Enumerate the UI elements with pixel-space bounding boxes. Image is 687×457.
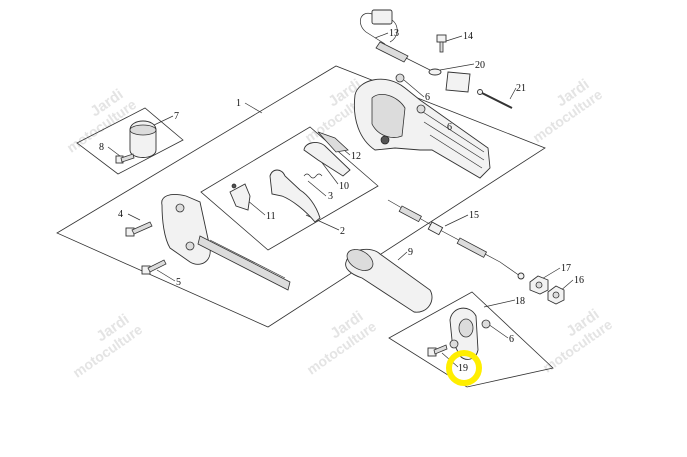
callout-1[interactable]: 1 xyxy=(236,98,241,109)
callout-20[interactable]: 20 xyxy=(475,60,485,71)
panel-bracket xyxy=(388,291,554,388)
callout-17[interactable]: 17 xyxy=(561,263,571,274)
part-6-bush-a xyxy=(395,73,405,83)
part-20-label-plate xyxy=(445,71,471,93)
part-21-pin xyxy=(477,89,513,109)
part-6-bush-c xyxy=(481,319,491,329)
callout-8[interactable]: 8 xyxy=(99,142,104,153)
part-13-wire-harness xyxy=(359,9,442,76)
callout-11[interactable]: 11 xyxy=(266,211,276,222)
panel-clamp xyxy=(76,107,184,175)
callout-3[interactable]: 3 xyxy=(328,191,333,202)
callout-13[interactable]: 13 xyxy=(389,28,399,39)
part-11-lock-lever xyxy=(229,183,251,211)
part-9-grip xyxy=(345,248,433,313)
part-4-screw xyxy=(125,221,153,237)
panel-main-assembly xyxy=(56,65,546,328)
callout-4[interactable]: 4 xyxy=(118,209,123,220)
part-3-spring xyxy=(303,173,323,179)
callout-5[interactable]: 5 xyxy=(176,277,181,288)
callout-6c[interactable]: 6 xyxy=(509,334,514,345)
part-16-nut xyxy=(547,285,565,305)
part-housing-main xyxy=(353,78,491,179)
callout-labels: 1 2 3 4 5 6 6 6 7 8 9 10 11 12 13 14 15 … xyxy=(99,28,584,374)
watermark-top-left: Jardi motoculture xyxy=(64,86,140,156)
callout-2[interactable]: 2 xyxy=(340,226,345,237)
part-10-cover xyxy=(317,131,349,153)
part-12-lever xyxy=(303,142,351,177)
watermark-bottom-right: Jardi motoculture xyxy=(540,306,616,376)
part-8-screw xyxy=(115,153,135,164)
callout-10[interactable]: 10 xyxy=(339,181,349,192)
watermark-bottom-center: Jardi motoculture xyxy=(304,308,380,378)
part-5-screw xyxy=(141,259,167,275)
callout-12[interactable]: 12 xyxy=(351,151,361,162)
callout-19[interactable]: 19 xyxy=(458,363,468,374)
part-14-screw xyxy=(436,34,447,53)
panel-inner-levers xyxy=(200,126,379,251)
highlight-ring xyxy=(446,350,482,386)
panel-group xyxy=(56,65,554,388)
part-17-nut xyxy=(529,275,549,295)
callout-14[interactable]: 14 xyxy=(463,31,473,42)
watermark-top-right: Jardi motoculture xyxy=(530,76,606,146)
callout-6a[interactable]: 6 xyxy=(425,92,430,103)
part-6-bush-b xyxy=(416,104,426,114)
watermark-bottom-left: Jardi motoculture xyxy=(70,311,146,381)
callout-15[interactable]: 15 xyxy=(469,210,479,221)
callout-6b[interactable]: 6 xyxy=(447,122,452,133)
part-18-bracket xyxy=(449,307,479,360)
part-handle-plate xyxy=(161,194,291,291)
parts xyxy=(115,9,565,360)
part-7-clamp xyxy=(129,120,157,158)
callout-9[interactable]: 9 xyxy=(408,247,413,258)
part-2-throttle-lever xyxy=(269,169,321,223)
part-15-throttle-cable xyxy=(387,199,525,280)
part-19-screw xyxy=(427,344,448,357)
callout-16[interactable]: 16 xyxy=(574,275,584,286)
callout-7[interactable]: 7 xyxy=(174,111,179,122)
callout-18[interactable]: 18 xyxy=(515,296,525,307)
callout-21[interactable]: 21 xyxy=(516,83,526,94)
